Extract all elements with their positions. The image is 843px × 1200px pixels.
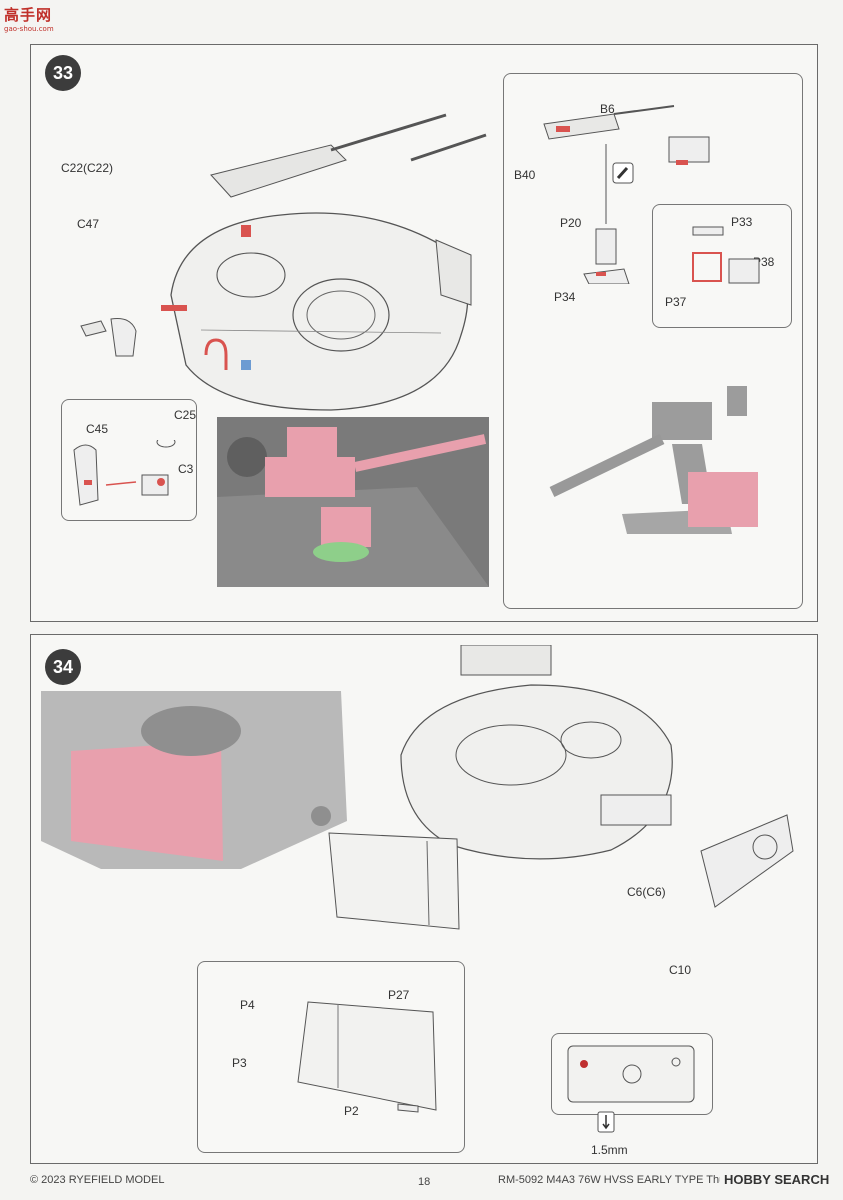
turret-drawing-34: [400, 645, 673, 860]
step-34-badge: 34: [45, 649, 81, 685]
watermark-logo-url: gao-shou.com: [4, 25, 54, 33]
mg-parts-drawing: [543, 105, 675, 284]
step-33-panel: 33 C22(C22) C47 C45 C25 C3: [30, 44, 818, 622]
step-33-badge: 33: [45, 55, 81, 91]
label-drill-size: 1.5mm: [591, 1143, 628, 1157]
label-c6: C6(C6): [627, 885, 666, 899]
label-b40: B40: [514, 168, 536, 182]
turret-render: [41, 691, 347, 869]
bracket-drawing: [80, 318, 137, 357]
tool-icon: [612, 162, 634, 184]
mantlet-drawing: [700, 814, 794, 908]
footer-kit-name: RM-5092 M4A3 76W HVSS EARLY TYPE Thunder…: [498, 1174, 765, 1186]
detail-box-c45-c3: C45 C25 C3: [61, 399, 197, 521]
drill-plate-drawing: [567, 1045, 695, 1103]
label-p20: P20: [560, 216, 582, 230]
label-c22: C22(C22): [61, 161, 114, 175]
step-34-panel: 34 C6(C6) C10 P4 P27 P3 P2: [30, 634, 818, 1164]
label-c3: C3: [178, 462, 194, 476]
ammo-parts-drawing: [692, 226, 760, 284]
label-p33: P33: [731, 215, 753, 229]
footer-copyright: © 2023 RYEFIELD MODEL: [30, 1174, 165, 1186]
detail-box-ammo: P33 P38 P37: [652, 204, 792, 328]
watermark-logo-text: 高手网: [4, 6, 53, 24]
label-p2: P2: [344, 1104, 359, 1118]
plate-parts-drawing: [297, 1001, 437, 1113]
label-c47: C47: [77, 217, 100, 231]
label-p3: P3: [232, 1056, 247, 1070]
footer-brand: HOBBY SEARCH: [720, 1172, 834, 1187]
label-b6: B6: [600, 102, 615, 116]
detail-box-plate: P4 P27 P3 P2: [197, 961, 465, 1153]
label-p27: P27: [388, 988, 410, 1002]
label-c25: C25: [174, 408, 197, 422]
label-c10: C10: [669, 963, 692, 977]
ammo-box-drawing: [668, 136, 710, 165]
mg-render: [549, 386, 758, 534]
label-p37: P37: [665, 295, 687, 309]
render-inset-mg: [217, 417, 489, 587]
hatch-parts-drawing: [73, 440, 176, 506]
detail-box-drill: [551, 1033, 713, 1115]
detail-box-mg-assembly: B6 B40 P20 P34 P33 P38 P37: [503, 73, 803, 609]
drill-icon: [597, 1111, 615, 1133]
armor-plate-drawing: [328, 832, 460, 930]
label-p4: P4: [240, 998, 255, 1012]
watermark-logo: 高手网 gao-shou.com: [4, 4, 74, 36]
footer-page-number: 18: [418, 1176, 431, 1188]
turret-drawing: [161, 113, 487, 411]
label-c45: C45: [86, 422, 109, 436]
label-p34: P34: [554, 290, 576, 304]
